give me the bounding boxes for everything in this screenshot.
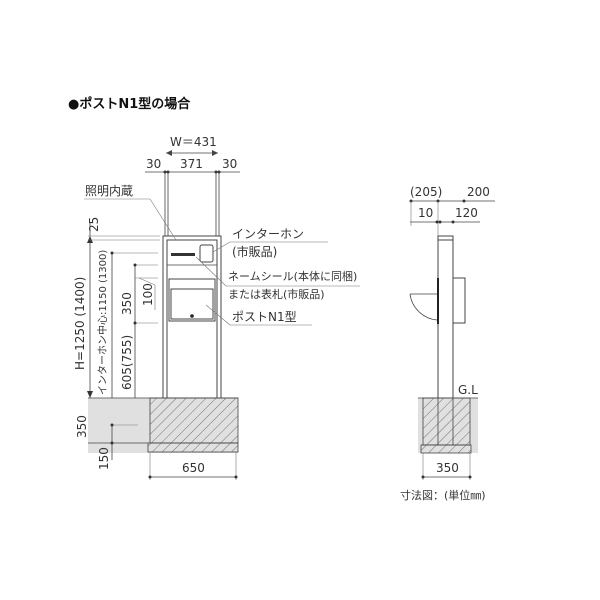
- label-lighting: 照明内蔵: [85, 184, 133, 198]
- dim-side-foundation-width: 350: [436, 461, 459, 475]
- dim-side-left: 30: [146, 157, 161, 171]
- dim-depth-c: 120: [455, 206, 478, 220]
- dim-foundation-depth: 350: [75, 415, 89, 438]
- dim-foundation-width: 650: [182, 461, 205, 475]
- side-intercom-box: [452, 277, 466, 324]
- front-view: W＝431 30 371 30 照明内蔵 インターホン (市販品) ネームシール…: [73, 135, 360, 480]
- label-post: ポストN1型: [232, 310, 297, 324]
- intercom: [199, 244, 214, 263]
- base-slab: [147, 442, 239, 453]
- dim-mail-top: 100: [141, 283, 155, 306]
- label-ground: G.L: [458, 383, 478, 397]
- dim-depth-b: 10: [418, 206, 433, 220]
- side-foundation: [422, 397, 471, 446]
- dim-base-depth: 150: [97, 447, 111, 470]
- dim-mail-height: 350: [120, 292, 134, 315]
- dim-mail-bottom: 605(755): [120, 335, 134, 390]
- dim-width-total: W＝431: [170, 135, 217, 149]
- dim-intercom-center: インターホン中心:1150 (1300): [96, 250, 109, 395]
- label-nameseal: ネームシール(本体に同梱): [228, 269, 357, 283]
- name-plate: [171, 253, 195, 256]
- label-nameplate: または表札(市販品): [228, 287, 325, 301]
- label-intercom-note: (市販品): [232, 244, 277, 259]
- side-view: (205) 200 10 120 G.L 350: [409, 185, 495, 480]
- dim-side-right: 30: [222, 157, 237, 171]
- dim-height: H=1250 (1400): [73, 277, 87, 370]
- dim-top-gap: 25: [87, 217, 101, 232]
- dim-depth-total: (205): [410, 185, 442, 199]
- unit-note: 寸法図：(単位㎜): [400, 488, 486, 502]
- mailbox-door: [409, 293, 438, 321]
- dim-inner: 371: [180, 157, 203, 171]
- title: ●ポストN1型の場合: [68, 96, 191, 112]
- foundation: [149, 397, 239, 444]
- label-intercom: インターホン: [232, 227, 304, 241]
- dim-depth-a: 200: [467, 185, 490, 199]
